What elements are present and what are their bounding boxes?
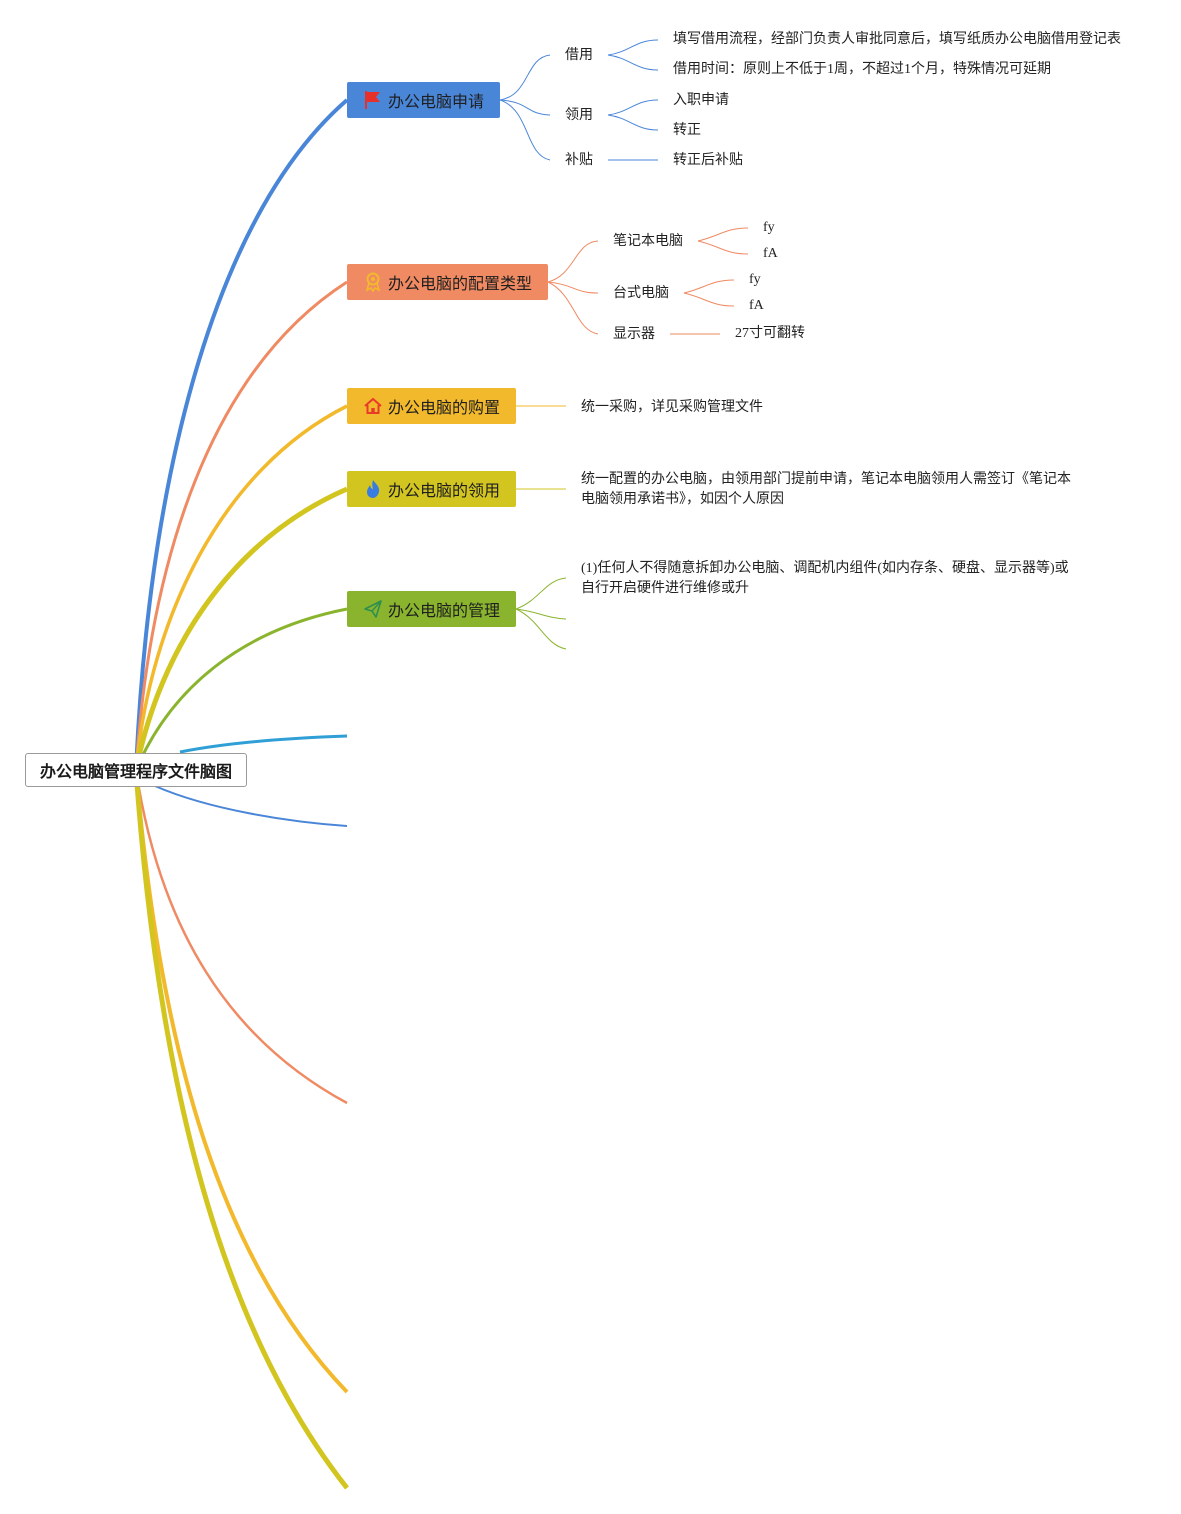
connector-root-empty-1 [179, 734, 348, 754]
paper-plane-icon [363, 599, 383, 619]
home-icon [363, 396, 383, 416]
branch-label: 办公电脑的管理 [388, 601, 501, 620]
leaf-笔记本-fA[interactable]: fA [763, 246, 778, 261]
leaf-27寸可翻转[interactable]: 27寸可翻转 [735, 326, 805, 341]
note-领用[interactable]: 统一配置的办公电脑，由领用部门提前申请，笔记本电脑领用人需签订《笔记本电脑领用承… [581, 471, 1071, 507]
branch-配置类型[interactable]: 办公电脑的配置类型 [347, 264, 548, 300]
connectors-申请 [499, 39, 659, 161]
connectors-配置 [547, 227, 749, 335]
branch-label: 办公电脑申请 [388, 92, 485, 111]
connector-root-配置 [134, 280, 348, 771]
topic-借用[interactable]: 借用 [565, 47, 593, 63]
topic-显示器[interactable]: 显示器 [613, 326, 655, 342]
fire-icon [363, 479, 383, 499]
connector-root-管理 [134, 607, 348, 771]
topic-台式电脑[interactable]: 台式电脑 [613, 285, 669, 301]
branch-label: 办公电脑的领用 [388, 481, 501, 500]
topic-补贴[interactable]: 补贴 [565, 152, 593, 168]
note-购置[interactable]: 统一采购，详见采购管理文件 [581, 399, 763, 415]
leaf-借用-时间[interactable]: 借用时间：原则上不低于1周，不超过1个月，特殊情况可延期 [673, 62, 1051, 77]
leaf-台式-fA[interactable]: fA [749, 298, 764, 313]
connector-root-empty-3 [134, 769, 348, 1105]
leaf-转正后补贴[interactable]: 转正后补贴 [673, 152, 743, 168]
branch-购置[interactable]: 办公电脑的购置 [347, 388, 516, 424]
leaf-转正[interactable]: 转正 [673, 122, 701, 138]
leaf-入职申请[interactable]: 入职申请 [673, 92, 729, 108]
leaf-台式-fy[interactable]: fy [749, 272, 761, 287]
note-管理[interactable]: (1)任何人不得随意拆卸办公电脑、调配机内组件(如内存条、硬盘、显示器等)或自行… [581, 561, 1069, 596]
ribbon-icon [363, 272, 383, 292]
leaf-笔记本-fy[interactable]: fy [763, 220, 775, 235]
connector-root-申请 [134, 98, 349, 771]
branch-申请[interactable]: 办公电脑申请 [347, 82, 500, 118]
connector-root-empty-5 [133, 769, 349, 1490]
connectors-管理 [515, 577, 567, 650]
connector-root-购置 [134, 404, 348, 771]
branch-label: 办公电脑的购置 [388, 398, 501, 417]
root-node[interactable]: 办公电脑管理程序文件脑图 [25, 753, 247, 787]
branch-管理[interactable]: 办公电脑的管理 [347, 591, 516, 627]
topic-领用[interactable]: 领用 [565, 107, 593, 123]
flag-icon [363, 90, 383, 110]
topic-笔记本电脑[interactable]: 笔记本电脑 [613, 233, 683, 249]
branch-领用[interactable]: 办公电脑的领用 [347, 471, 516, 507]
connector-root-empty-2 [154, 785, 348, 827]
connector-root-领用 [133, 486, 349, 771]
branch-label: 办公电脑的配置类型 [388, 274, 533, 293]
leaf-借用-流程[interactable]: 填写借用流程，经部门负责人审批同意后，填写纸质办公电脑借用登记表 [673, 32, 1121, 47]
